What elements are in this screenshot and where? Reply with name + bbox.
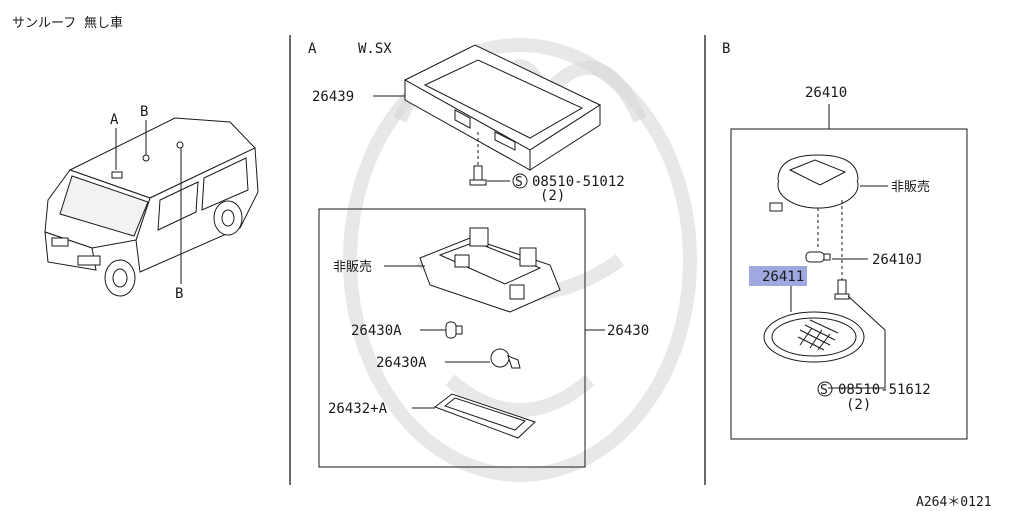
label-lens-a: 26432+A [328, 401, 388, 417]
bulb-a1 [445, 321, 463, 339]
page-title: サンルーフ 無し車 [12, 16, 123, 31]
label-screw-b-qty: (2) [846, 397, 871, 413]
label-screw-b: 08510-51612 [838, 382, 931, 398]
screw-mark-b-letter: S [820, 383, 828, 398]
screw-a [469, 132, 487, 186]
roof-bracket [403, 44, 602, 171]
screw-mark-a [512, 173, 528, 189]
diagram-code: A264＊0121 [916, 495, 992, 510]
lamp-body [419, 227, 561, 313]
lamp-assy-box [318, 208, 586, 468]
lens-a [433, 393, 536, 439]
lens-b [763, 311, 865, 363]
bulb-a2 [490, 348, 521, 369]
screw-mark-a-letter: S [515, 175, 523, 190]
label-bulb-b: 26410J [872, 252, 923, 268]
vehicle-overview [44, 117, 259, 297]
label-bracket: 26439 [312, 89, 354, 105]
label-not-sold-a: 非販売 [333, 259, 372, 275]
marker-b-top: B [140, 104, 148, 120]
label-lamp-assy: 26430 [607, 323, 649, 339]
section-b-letter: B [722, 41, 730, 57]
label-screw-a-qty: (2) [540, 188, 565, 204]
highlight-lens-b [749, 266, 807, 286]
marker-b-bottom: B [175, 286, 183, 302]
lamp-housing-b [769, 154, 859, 212]
label-lens-b: 26411 [762, 269, 804, 285]
screw-mark-b [817, 381, 833, 397]
section-a-letter: A [308, 41, 317, 57]
lamp-assy-box-b [730, 128, 968, 440]
section-a-variant: W.SX [358, 41, 392, 57]
leader-screw-b [828, 295, 886, 389]
bulb-b [805, 251, 831, 263]
label-bulb-a2: 26430A [376, 355, 427, 371]
label-screw-a: 08510-51012 [532, 174, 625, 190]
label-bulb-a1: 26430A [351, 323, 402, 339]
label-assy-b: 26410 [805, 85, 847, 101]
label-not-sold-b: 非販売 [891, 179, 930, 195]
screw-b [834, 279, 850, 300]
marker-a: A [110, 112, 119, 128]
